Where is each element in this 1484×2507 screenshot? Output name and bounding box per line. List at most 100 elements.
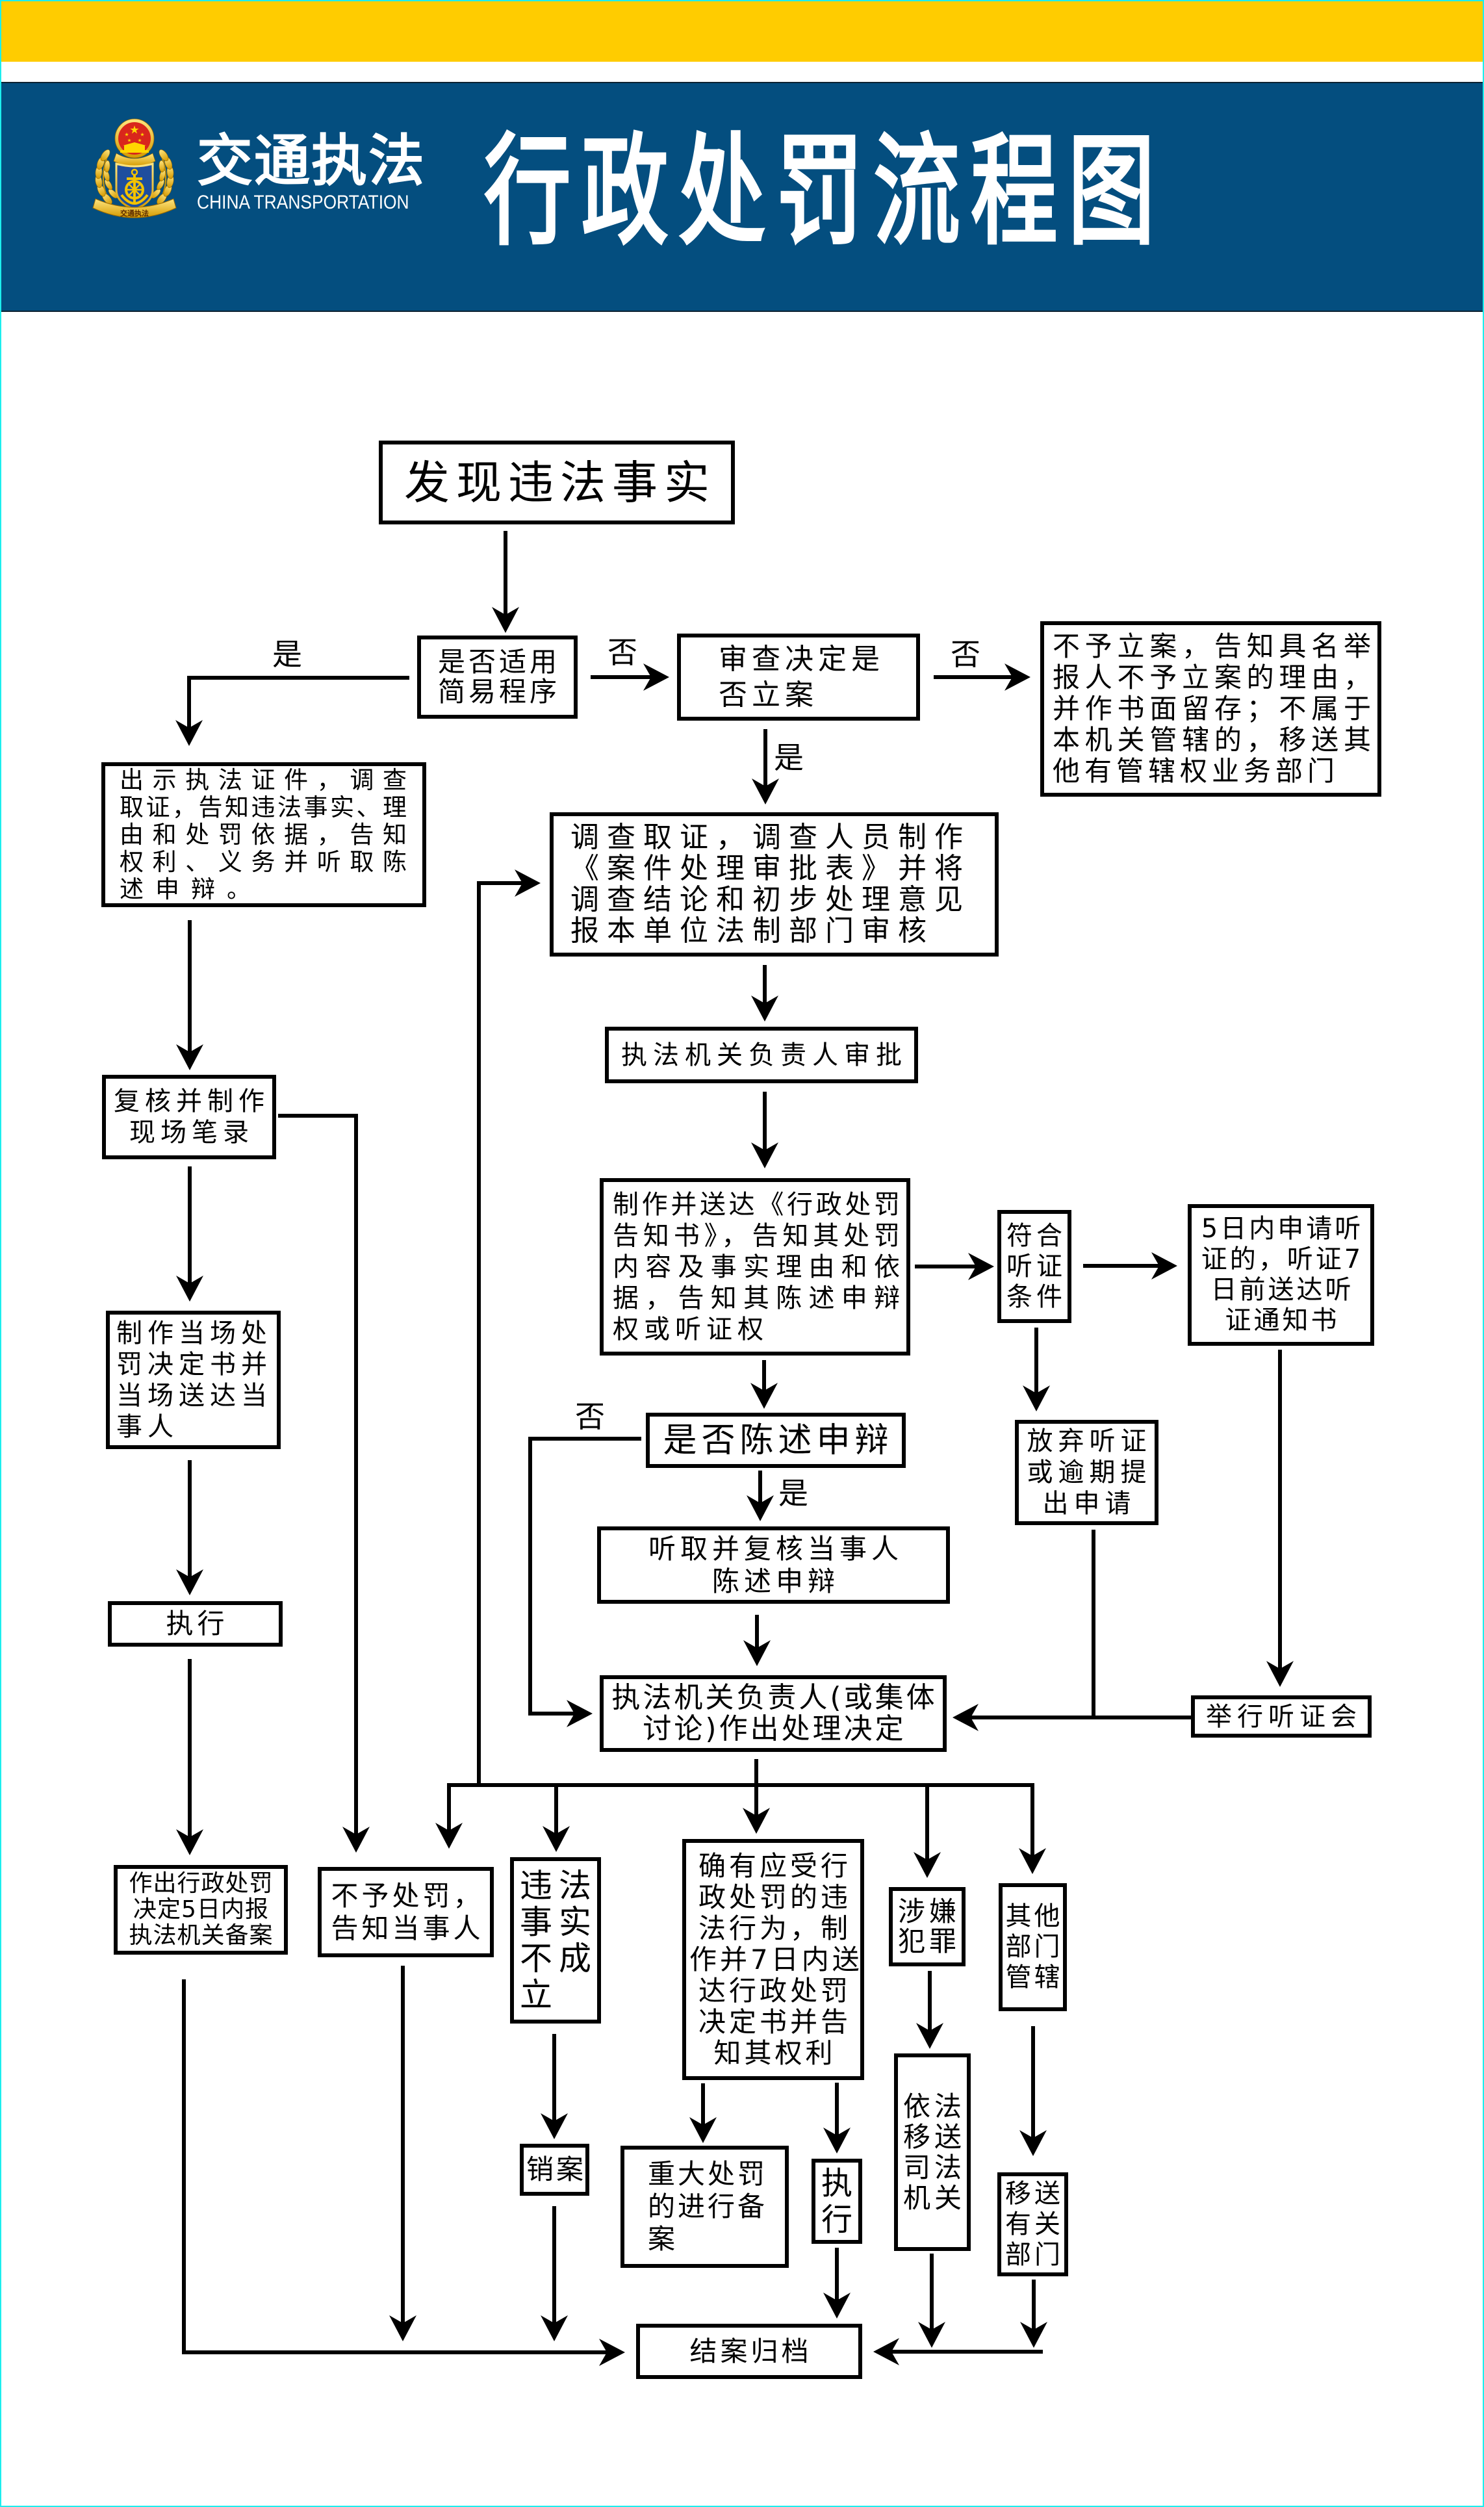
- wheat-garland-right-icon: [151, 149, 174, 205]
- node-text-line: 不予立案，告知具名举: [1053, 630, 1371, 662]
- node-text-line: 简易程序: [437, 676, 560, 708]
- node-text-line: 确有应受行: [698, 1849, 851, 1882]
- arrowhead: [1266, 1661, 1294, 1687]
- node-text-line: 放弃听证: [1027, 1426, 1152, 1456]
- emblem-logo-icon: 交通执法: [92, 118, 177, 218]
- node-execute-simple: 执行: [108, 1601, 283, 1647]
- node-text-line: 部门: [1005, 1932, 1063, 1962]
- edge-label-statement-no: 否: [575, 1399, 605, 1434]
- node-text-line: 5日内申请听: [1201, 1214, 1364, 1244]
- arrowhead: [1019, 1848, 1046, 1874]
- anchor-stock: [127, 177, 142, 180]
- node-text-line: 政处罚的违: [698, 1881, 851, 1913]
- arrowhead: [176, 1044, 203, 1070]
- arrowhead: [689, 2117, 717, 2143]
- node-text-line: 现场笔录: [129, 1118, 254, 1148]
- node-text-line: 知其权利: [713, 2037, 836, 2069]
- node-text-line: 内容及事实理由和依: [613, 1252, 900, 1282]
- edge-label-statement-yes: 是: [778, 1476, 808, 1511]
- arrowhead: [643, 663, 669, 691]
- wheat-grain: [151, 188, 161, 199]
- gate-body: [124, 146, 145, 150]
- node-text-line: 不成: [520, 1940, 598, 1977]
- node-text-line: 证通知书: [1225, 1305, 1340, 1335]
- node-text-line: 是否陈述申辩: [663, 1421, 893, 1460]
- node-text-line: 出示执法证件，调查: [120, 765, 407, 794]
- node-penalty-decision: 确有应受行政处罚的违法行为，制作并7日内送达行政处罚决定书并告知其权利: [682, 1839, 864, 2080]
- node-text-line: 涉嫌: [897, 1896, 960, 1927]
- node-text-line: 制作并送达《行政处罚: [613, 1189, 900, 1220]
- node-text-line: 作出行政处罚: [129, 1870, 274, 1897]
- node-text-line: 审查决定是: [719, 643, 884, 676]
- node-text-line: 告知当事人: [331, 1912, 484, 1944]
- arrowhead: [1020, 2322, 1047, 2348]
- node-text-line: 是否适用: [437, 646, 560, 678]
- node-text-line: 告知书》，告知其处罚: [613, 1220, 900, 1251]
- logo-ribbon: [92, 198, 177, 218]
- node-text-line: 执: [821, 2165, 852, 2202]
- wheat-grain: [100, 149, 110, 161]
- node-case-cancel: 销案: [520, 2144, 589, 2196]
- node-text-line: 重大处罚: [648, 2158, 768, 2190]
- node-close-archive: 结案归档: [636, 2324, 862, 2379]
- node-text-line: 听证: [1006, 1251, 1066, 1281]
- node-hear-statement: 听取并复核当事人陈述申辩: [597, 1526, 950, 1604]
- node-text-line: 司法: [902, 2152, 966, 2183]
- node-head-approval: 执法机关负责人审批: [605, 1027, 918, 1083]
- node-text-line: 不予处罚，: [331, 1879, 484, 1912]
- wheat-grain: [108, 188, 118, 199]
- node-hearing-waived: 放弃听证或逾期提出申请: [1015, 1420, 1158, 1525]
- node-text-line: 出申请: [1042, 1489, 1136, 1519]
- gate-roof: [123, 142, 146, 146]
- arrowhead: [515, 869, 541, 897]
- arrowhead: [750, 1383, 778, 1409]
- node-text-line: 罚决定书并: [116, 1349, 272, 1380]
- brand-name-cn: 交通执法: [197, 128, 426, 194]
- node-execute: 执行: [812, 2159, 862, 2244]
- node-text-line: 他有管辖权业务部门: [1053, 755, 1340, 787]
- node-text-line: 调查取证，调查人员制作: [570, 821, 971, 854]
- node-show-credentials: 出示执法证件，调查取证，告知违法事实、理由和处罚依据，告知权利、义务并听取陈述申…: [101, 762, 426, 907]
- arrowhead: [743, 1808, 770, 1834]
- wheat-grain: [104, 160, 110, 173]
- decision-simple-procedure: 是否适用简易程序: [417, 636, 578, 719]
- connector-loop-back-to-investigate: [477, 881, 527, 1787]
- node-text-line: 由和处罚依据，告知: [120, 820, 407, 849]
- node-text-line: 其他: [1005, 1901, 1063, 1931]
- node-text-line: 日前送达听: [1210, 1275, 1354, 1305]
- arrowhead: [751, 996, 778, 1022]
- arrowhead: [752, 778, 779, 804]
- node-text-line: 案: [648, 2223, 678, 2255]
- arrowhead: [916, 2023, 943, 2049]
- node-text-line: 管辖: [1005, 1962, 1063, 1992]
- arrowhead: [751, 1142, 778, 1168]
- decision-statement-defense: 是否陈述申辩: [646, 1413, 906, 1468]
- decision-case-filing-review: 审查决定是否立案: [677, 634, 920, 721]
- arrowhead: [1151, 1252, 1177, 1279]
- wheat-garland-left-icon: [95, 149, 118, 205]
- node-text-line: 有关: [1005, 2209, 1064, 2239]
- node-text-line: 报本单位法制部门审核: [570, 914, 934, 947]
- node-text-line: 移送: [1005, 2178, 1064, 2209]
- node-text-line: 当场送达当: [116, 1380, 272, 1411]
- node-text-line: 执法机关负责人审批: [621, 1040, 908, 1070]
- arrowhead: [1019, 2130, 1047, 2156]
- node-text-line: 法行为，制: [698, 1912, 851, 1944]
- edge-label-filing-no: 否: [951, 637, 980, 672]
- node-text-line: 取证，告知违法事实、理: [120, 793, 407, 821]
- node-fact-unfounded: 违法事实不成立: [510, 1857, 601, 2024]
- header-band: [0, 82, 1484, 312]
- node-text-line: 行: [821, 2201, 852, 2238]
- arrowhead: [1023, 1385, 1050, 1411]
- node-hearing-eligible: 符合听证条件: [997, 1210, 1071, 1323]
- node-text-line: 陈述申辩: [711, 1565, 839, 1597]
- node-text-line: 据，告知其陈述申辩: [613, 1283, 900, 1313]
- node-text-line: 报人不予立案的理由，: [1053, 662, 1371, 693]
- node-text-line: 移送: [902, 2121, 966, 2153]
- connector-simple-yes-to-credentials: [187, 676, 409, 732]
- node-transfer-judicial: 依法移送司法机关: [894, 2053, 971, 2251]
- arrowhead: [435, 1823, 463, 1849]
- anchor-wheel-icon: [120, 168, 149, 205]
- node-text-line: 述申辩。: [120, 875, 262, 903]
